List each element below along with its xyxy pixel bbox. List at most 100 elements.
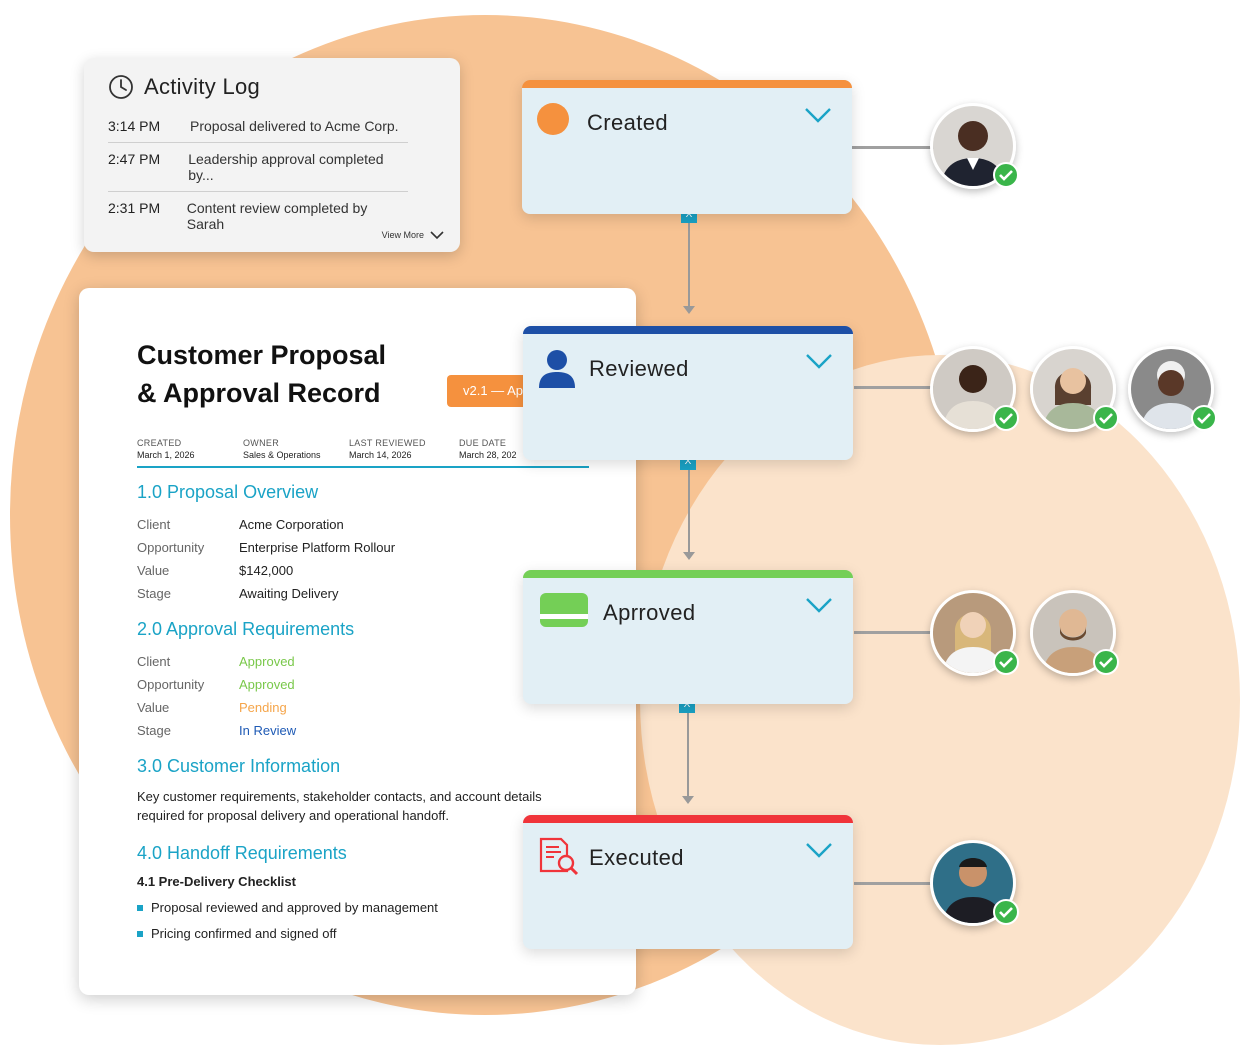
person-icon [943,858,1003,923]
stage-card-approved[interactable]: Aprroved [523,570,853,704]
meta-label: CREATED [137,438,182,448]
row-key: Client [137,517,171,532]
document-title: Customer Proposal & Approval Record [137,336,457,412]
chevron-down-icon[interactable] [805,596,833,614]
stage-card-reviewed[interactable]: Reviewed [523,326,853,460]
stage-color-bar [523,570,853,578]
table-row: Value Pending [137,696,578,719]
meta-created: CREATED March 1, 2026 [137,438,243,460]
meta-label: OWNER [243,438,279,448]
connector-line [688,468,690,554]
log-message: Content review completed by Sarah [186,200,368,232]
check-icon [1093,405,1119,431]
list-item[interactable]: 2:31 PM Content review completed by Sara… [108,192,408,240]
row-key: Stage [137,723,171,738]
assignee-connector [852,146,934,149]
chevron-down-icon [430,231,444,240]
stage-label: Reviewed [589,356,689,381]
stage-label: Created [587,110,669,135]
clock-icon [109,75,133,99]
table-row: Client Acme Corporation [137,513,578,536]
list-item-text: Proposal reviewed and approved by manage… [151,900,438,915]
stage-card-executed[interactable]: Executed [523,815,853,949]
meta-value: March 1, 2026 [137,450,195,460]
circle-icon [537,103,569,135]
document-title-line1: Customer Proposal [137,340,387,370]
table-row: Value $142,000 [137,559,578,582]
check-icon [993,899,1019,925]
row-key: Opportunity [137,540,205,555]
row-value: Acme Corporation [239,517,344,532]
bullet-icon [137,931,143,937]
user-icon [539,350,575,388]
stage-label: Aprroved [603,600,696,625]
document-search-icon [539,837,579,876]
check-icon [993,405,1019,431]
avatar-photo [933,106,1013,186]
stage-color-bar [523,815,853,823]
check-icon [993,162,1019,188]
activity-log-list: 3:14 PM Proposal delivered to Acme Corp.… [108,110,436,240]
meta-value: March 28, 202 [459,450,517,460]
avatar[interactable] [930,103,1019,189]
avatar[interactable] [1030,346,1119,432]
list-item-text: Pricing confirmed and signed off [151,926,337,941]
avatar[interactable] [1030,590,1119,676]
avatar-photo [933,593,1013,673]
avatar[interactable] [1128,346,1217,432]
status-badge: Approved [239,654,295,669]
document-meta: CREATED March 1, 2026 OWNER Sales & Oper… [137,438,589,468]
assignee-connector [854,882,934,885]
person-icon [1043,368,1103,429]
stage-card-created[interactable]: Created [522,80,852,214]
check-icon [1093,649,1119,675]
avatar[interactable] [930,590,1019,676]
avatar[interactable] [930,346,1019,432]
connector-line [687,712,689,798]
person-icon [1141,361,1201,429]
row-key: Stage [137,586,171,601]
chevron-down-icon[interactable] [805,841,833,859]
person-icon [1043,609,1103,673]
bullet-icon [137,905,143,911]
meta-label: DUE DATE [459,438,507,448]
log-message: Leadership approval completed by... [188,151,384,183]
assignee-connector [854,631,934,634]
status-badge: Pending [239,700,287,715]
meta-value: March 14, 2026 [349,450,412,460]
arrow-down-icon [683,306,695,314]
check-icon [993,649,1019,675]
stage-color-bar [523,326,853,334]
log-time: 3:14 PM [108,118,161,134]
list-item: Pricing confirmed and signed off [137,921,578,947]
row-key: Value [137,563,170,578]
list-item[interactable]: 2:47 PM Leadership approval completed by… [108,143,408,192]
view-more-label: View More [381,230,424,240]
avatar[interactable] [930,840,1019,926]
meta-label: LAST REVIEWED [349,438,426,448]
document-title-line2: & Approval Record [137,378,381,408]
section-title: 4.0 Handoff Requirements [137,843,347,863]
row-key: Value [137,700,170,715]
connector-line [688,222,690,308]
row-value: $142,000 [239,563,294,578]
meta-last-reviewed: LAST REVIEWED March 14, 2026 [349,438,459,460]
activity-log-card: Activity Log 3:14 PM Proposal delivered … [84,58,460,252]
chevron-down-icon[interactable] [804,106,832,124]
person-icon [943,365,1003,429]
person-icon [941,121,1005,186]
list-item[interactable]: 3:14 PM Proposal delivered to Acme Corp. [108,110,408,143]
view-more-button[interactable]: View More [382,230,444,240]
log-message: Proposal delivered to Acme Corp. [190,118,399,134]
check-icon [1191,405,1217,431]
assignee-connector [854,386,934,389]
arrow-down-icon [682,796,694,804]
chevron-down-icon[interactable] [805,352,833,370]
section-subtitle: 4.1 Pre-Delivery Checklist [137,874,296,889]
activity-log-title: Activity Log [144,74,261,99]
